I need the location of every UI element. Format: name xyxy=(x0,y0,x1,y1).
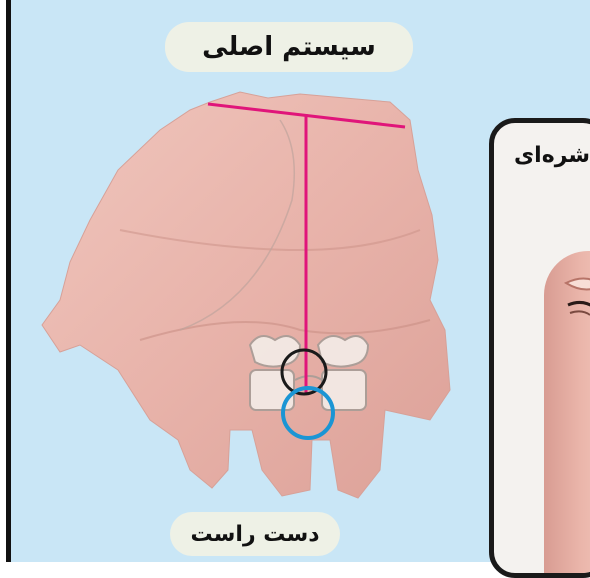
right-hand-silhouette xyxy=(42,92,450,498)
page-title: سیستم اصلی xyxy=(202,32,376,62)
hand-caption: دست راست xyxy=(191,522,320,547)
title-badge: سیستم اصلی xyxy=(165,22,413,72)
caption-badge: دست راست xyxy=(170,512,340,556)
hand-diagram xyxy=(0,0,590,562)
figure-frame: شره‌ای xyxy=(0,0,590,562)
